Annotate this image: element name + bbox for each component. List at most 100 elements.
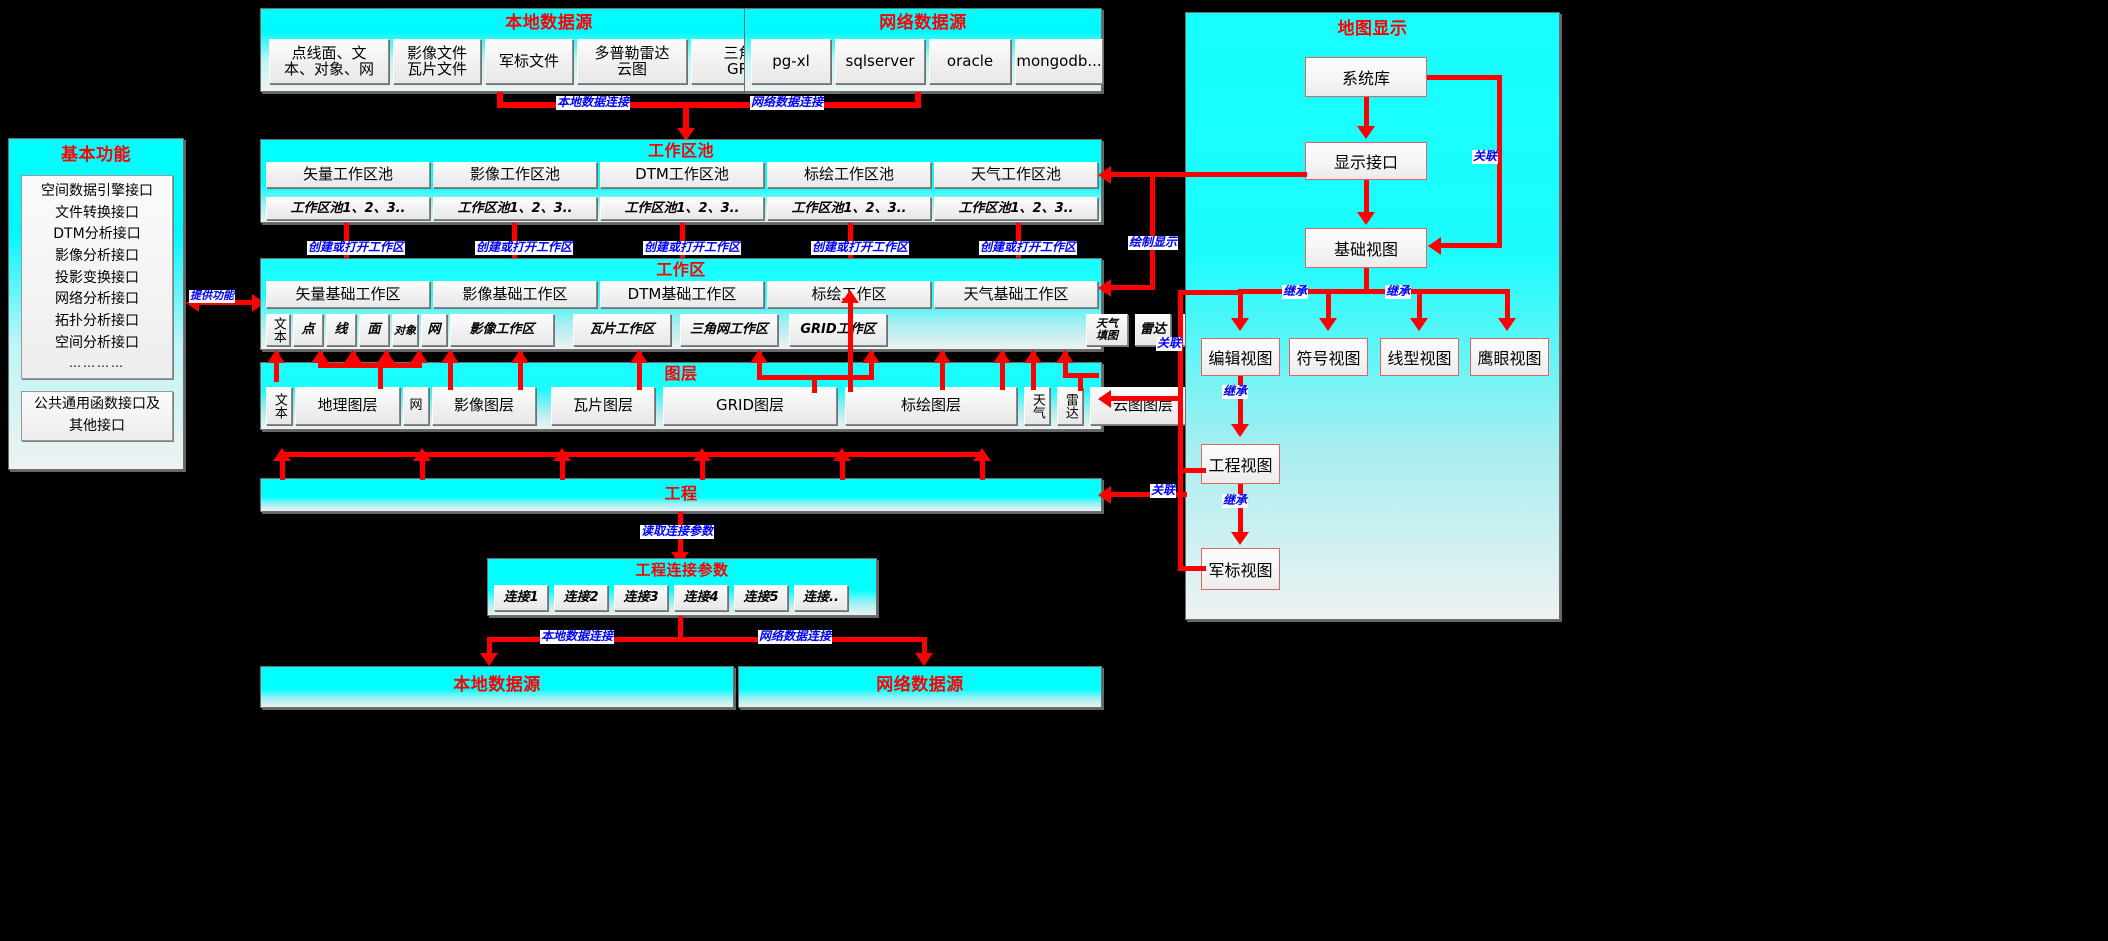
connector-assoc-left-lower [1178, 468, 1183, 570]
workspace-pool-item[interactable]: 影像工作区池 [433, 162, 597, 188]
basic-functions-interface-list: 空间数据引擎接口 文件转换接口 DTM分析接口 影像分析接口 投影变换接口 网络… [21, 175, 173, 379]
layer-item-radar[interactable]: 雷达 [1057, 387, 1083, 425]
connector-base-down [1364, 268, 1369, 292]
node-system-lib[interactable]: 系统库 [1305, 57, 1427, 97]
connector-layer-weather [1000, 352, 1005, 390]
layer-item-image[interactable]: 影像图层 [432, 387, 536, 425]
network-source-item[interactable]: oracle [929, 39, 1011, 84]
workspace-pool-instance[interactable]: 工作区池1、2、3.. [433, 197, 597, 220]
arrow-project-to-military [1231, 532, 1249, 545]
arrow-inherit-line [1410, 318, 1428, 331]
connector-layer-bus-drop [378, 363, 383, 389]
edge-label-bottom-network-connection: 网络数据连接 [758, 629, 833, 644]
layer-item-tile[interactable]: 瓦片图层 [551, 387, 655, 425]
connector-layer-10 [869, 352, 874, 380]
connector-layer-6 [448, 352, 453, 390]
workspace-sub-net[interactable]: 网 [421, 314, 447, 346]
interface-item: 文件转换接口 [55, 204, 139, 221]
workspace-sub-text[interactable]: 文本 [266, 314, 290, 346]
edge-label-inherit-military: 继承 [1222, 493, 1249, 508]
connector-inherit-bus [1238, 289, 1510, 294]
basic-functions-panel: 基本功能 空间数据引擎接口 文件转换接口 DTM分析接口 影像分析接口 投影变换… [8, 138, 184, 470]
connector-assoc-to-project [1107, 492, 1187, 497]
local-source-item[interactable]: 点线面、文 本、对象、网 [269, 39, 389, 84]
network-source-item[interactable]: sqlserver [835, 39, 925, 84]
connector-inherit-3 [1417, 289, 1422, 319]
workspace-sub-tin[interactable]: 三角网工作区 [680, 314, 778, 346]
node-base-view[interactable]: 基础视图 [1305, 228, 1427, 268]
workspace-sub-grid[interactable]: GRID工作区 [789, 314, 887, 346]
interface-item: 空间分析接口 [55, 334, 139, 351]
connector-proj-bus [280, 452, 985, 457]
workspace-pool-instance[interactable]: 工作区池1、2、3.. [266, 197, 430, 220]
map-display-title: 地图显示 [1337, 19, 1408, 39]
connection-item[interactable]: 连接2 [554, 585, 608, 611]
connection-item[interactable]: 连接1 [494, 585, 548, 611]
workspace-pool-instance[interactable]: 工作区池1、2、3.. [767, 197, 931, 220]
connector-layer-8 [637, 352, 642, 390]
layer-item-plot[interactable]: 标绘图层 [845, 387, 1017, 425]
workspace-pool-instance[interactable]: 工作区池1、2、3.. [934, 197, 1098, 220]
arrow-bottom-local [480, 653, 498, 666]
connector-assoc-right-h2 [1440, 243, 1502, 248]
node-project-view[interactable]: 工程视图 [1201, 444, 1280, 484]
workspace-pool-item[interactable]: DTM工作区池 [600, 162, 764, 188]
arrow-api-to-base [1357, 212, 1375, 225]
common-function-interface-box[interactable]: 公共通用函数接口及 其他接口 [21, 391, 173, 441]
layer-item-net[interactable]: 网 [403, 387, 429, 425]
layer-item-text[interactable]: 文本 [266, 387, 292, 425]
arrow-assoc-to-layers [1098, 390, 1111, 408]
edge-label-create-open-workspace: 创建或打开工作区 [475, 240, 574, 255]
workspace-sub-object[interactable]: 对象 [392, 314, 418, 346]
connector-proj-2 [420, 452, 425, 480]
connector-draw-display-h [1107, 172, 1307, 177]
layer-item-weather[interactable]: 天气 [1024, 387, 1050, 425]
workspace-base-item[interactable]: 影像基础工作区 [433, 281, 597, 308]
connection-item[interactable]: 连接.. [794, 585, 848, 611]
edge-label-create-open-workspace: 创建或打开工作区 [307, 240, 406, 255]
workspace-sub-tile[interactable]: 瓦片工作区 [573, 314, 671, 346]
local-source-item[interactable]: 影像文件 瓦片文件 [393, 39, 481, 84]
local-source-item[interactable]: 军标文件 [485, 39, 573, 84]
workspace-base-item[interactable]: 矢量基础工作区 [266, 281, 430, 308]
workspace-pool-instance[interactable]: 工作区池1、2、3.. [600, 197, 764, 220]
edge-label-network-connection: 网络数据连接 [750, 95, 825, 110]
arrow-plot-up [841, 290, 859, 303]
local-source-item[interactable]: 多普勒雷达 云图 [577, 39, 687, 84]
node-display-api[interactable]: 显示接口 [1305, 142, 1427, 180]
bottom-local-title: 本地数据源 [453, 675, 541, 695]
node-line-view[interactable]: 线型视图 [1380, 338, 1459, 376]
connector-assoc-right-v [1497, 75, 1502, 248]
workspace-sub-point[interactable]: 点 [293, 314, 323, 346]
layer-item-grid[interactable]: GRID图层 [663, 387, 837, 425]
network-source-item[interactable]: pg-xl [751, 39, 831, 84]
arrow-inherit-symbol [1319, 318, 1337, 331]
workspace-base-item[interactable]: 天气基础工作区 [934, 281, 1098, 308]
node-military-view[interactable]: 军标视图 [1201, 548, 1280, 590]
arrow-bottom-network [915, 653, 933, 666]
interface-item: DTM分析接口 [53, 226, 141, 243]
project-connection-params-panel: 工程连接参数 连接1 连接2 连接3 连接4 连接5 连接.. [487, 558, 877, 616]
connection-item[interactable]: 连接5 [734, 585, 788, 611]
arrow-assoc-to-project [1098, 486, 1111, 504]
node-symbol-view[interactable]: 符号视图 [1289, 338, 1368, 376]
connector-layer-plot [940, 352, 945, 390]
layer-item-geo[interactable]: 地理图层 [295, 387, 400, 425]
workspace-sub-polygon[interactable]: 面 [359, 314, 389, 346]
edge-label-inherit-left: 继承 [1282, 284, 1309, 299]
workspace-sub-image[interactable]: 影像工作区 [450, 314, 554, 346]
workspace-sub-weather-plot[interactable]: 天气 填图 [1086, 314, 1128, 346]
workspace-pool-item[interactable]: 天气工作区池 [934, 162, 1098, 188]
workspace-base-item[interactable]: DTM基础工作区 [600, 281, 764, 308]
connection-item[interactable]: 连接3 [614, 585, 668, 611]
workspace-pool-item[interactable]: 矢量工作区池 [266, 162, 430, 188]
node-eagle-view[interactable]: 鹰眼视图 [1470, 338, 1549, 376]
workspace-pool-item[interactable]: 标绘工作区池 [767, 162, 931, 188]
network-source-item[interactable]: mongodb... [1015, 39, 1103, 84]
connection-item[interactable]: 连接4 [674, 585, 728, 611]
workspace-sub-line[interactable]: 线 [326, 314, 356, 346]
node-edit-view[interactable]: 编辑视图 [1201, 338, 1280, 376]
connector-proj-4 [700, 452, 705, 480]
edge-label-read-connection-params: 读取连接参数 [640, 524, 715, 539]
arrow-assoc-to-base [1428, 237, 1441, 255]
